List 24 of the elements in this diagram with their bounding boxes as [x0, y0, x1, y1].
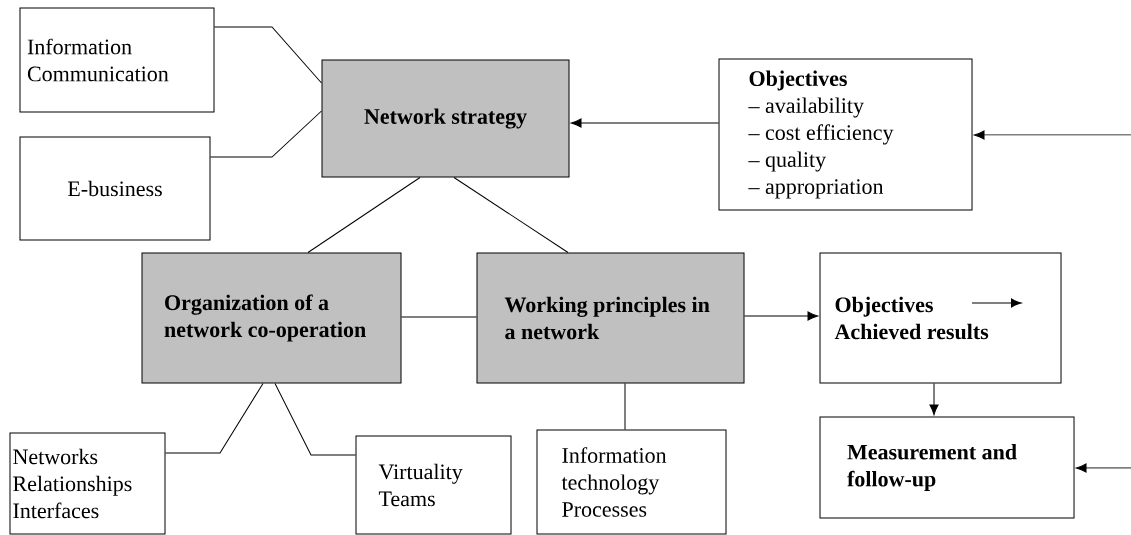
text-box: Information technology Processes	[536, 429, 727, 535]
connector-line	[307, 177, 421, 253]
arrow	[929, 383, 939, 416]
connector-line	[165, 383, 264, 454]
process-box: Organization of a network co-operation	[141, 252, 402, 384]
arrow	[1075, 463, 1131, 473]
connector-line	[453, 177, 569, 253]
text-box: Virtuality Teams	[355, 435, 512, 535]
text-box: Objectives Achieved results	[819, 252, 1062, 384]
process-box: Network strategy	[321, 59, 570, 178]
text-box: Information Communication	[19, 7, 215, 113]
arrow	[570, 118, 719, 128]
text-box: Objectives – availability – cost efficiency – quality – appropriation	[718, 58, 973, 211]
connector-line	[210, 110, 322, 158]
text-box: Networks Relationships Interfaces	[9, 432, 166, 535]
connector-line	[214, 26, 322, 84]
arrow	[973, 130, 1131, 140]
connector-line	[401, 316, 477, 318]
text-box: Measurement and follow-up	[819, 416, 1075, 519]
connector-line	[274, 383, 356, 456]
process-box: Working principles in a network	[476, 252, 745, 384]
connector-line	[624, 383, 626, 430]
text-box: E-business	[19, 136, 211, 241]
arrow	[744, 311, 819, 321]
